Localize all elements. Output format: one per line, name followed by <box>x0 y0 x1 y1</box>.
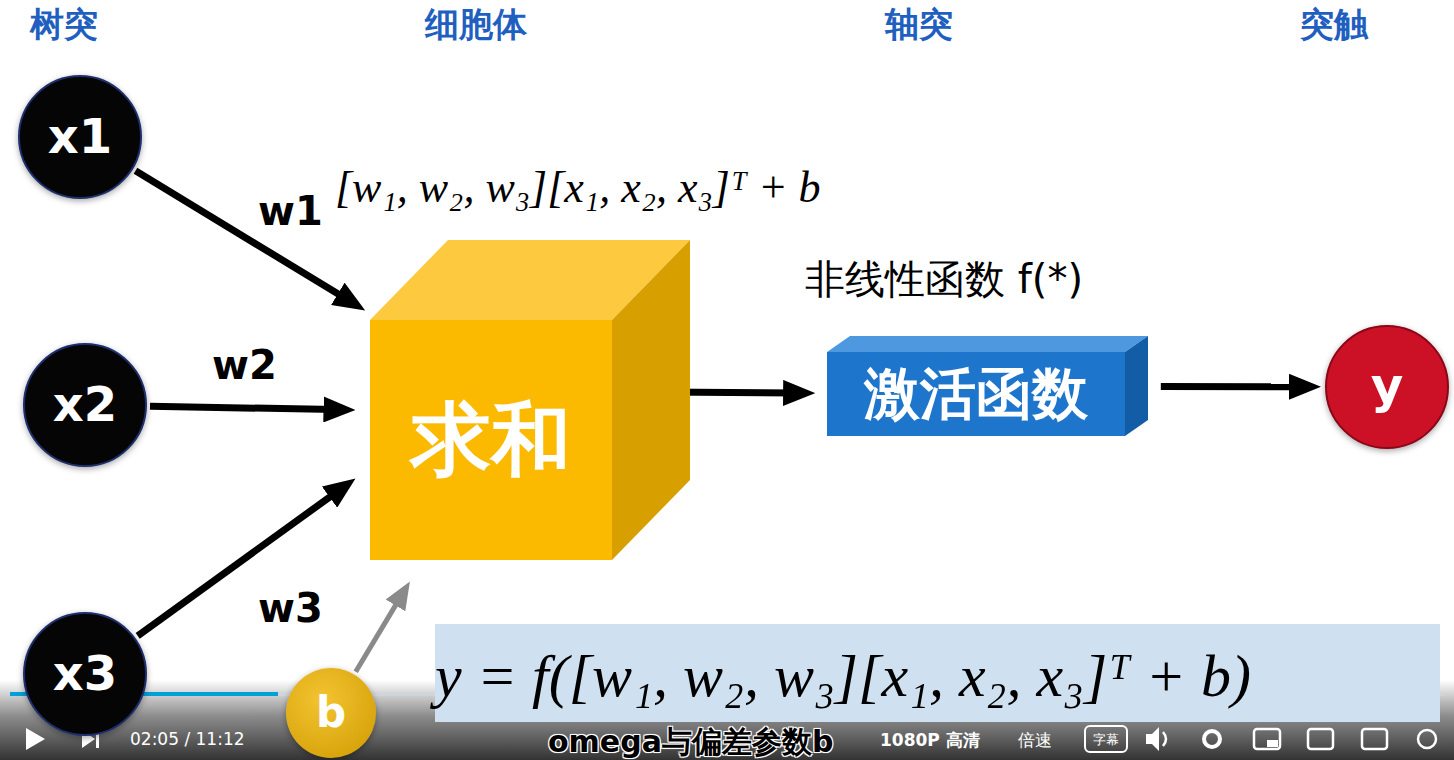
header-word: 树突 <box>30 2 98 48</box>
sum-label: 求和 <box>411 394 571 486</box>
extra-icon <box>1418 730 1436 748</box>
player-speed: 倍速 <box>1018 729 1052 752</box>
widescreen-icon <box>1308 729 1333 749</box>
player-quality: 1080P 高清 <box>880 729 980 752</box>
output-circle: y <box>1325 325 1449 449</box>
header-word: 轴突 <box>885 2 953 48</box>
player-subtitle-toggle: 字幕 <box>1093 731 1119 749</box>
activation-box: 激活函数 <box>827 352 1125 436</box>
weighted-sum-formula: [w₁, w₂, w₃][x₁, x₂, x₃]ᵀ + b <box>335 162 821 213</box>
player-time: 02:05 / 11:12 <box>130 729 245 749</box>
input-label: x1 <box>48 109 112 164</box>
weight-label: w1 <box>258 188 323 234</box>
connector-arrow <box>356 596 401 671</box>
subtitle: omega与偏差参数b <box>548 722 833 760</box>
output-label: y <box>1371 358 1404 416</box>
input-label: x3 <box>53 646 117 701</box>
weight-label: w2 <box>212 342 277 388</box>
play-icon <box>26 728 45 750</box>
pip-icon <box>1254 729 1280 749</box>
weight-label: w3 <box>258 585 323 631</box>
formula-band: y = f([w₁, w₂, w₃][x₁, x₂, x₃]ᵀ + b) <box>435 624 1440 722</box>
input-circle: x1 <box>18 75 142 199</box>
box-side-face <box>1125 336 1148 436</box>
volume-icon <box>1146 727 1159 751</box>
input-circle: x2 <box>23 343 147 467</box>
connector-arrow <box>150 406 336 409</box>
header-word: 突触 <box>1300 2 1368 48</box>
input-label: x2 <box>53 377 117 432</box>
connector-arrow <box>136 171 349 300</box>
input-circle: x3 <box>23 612 147 736</box>
pip-icon-inner <box>1267 740 1278 747</box>
fullscreen-icon <box>1362 729 1387 749</box>
nonlinear-note: 非线性函数 f(*) <box>805 252 1083 307</box>
volume-wave <box>1163 732 1166 746</box>
box-side-face <box>612 240 690 560</box>
formula-text: y = f([w₁, w₂, w₃][x₁, x₂, x₃]ᵀ + b) <box>435 642 1251 711</box>
subtitle-icon <box>1085 726 1127 752</box>
box-top-face <box>827 336 1148 352</box>
settings-icon <box>1204 731 1220 747</box>
bias-label: b <box>316 689 346 737</box>
header-word: 细胞体 <box>425 2 527 48</box>
activation-label: 激活函数 <box>864 362 1088 426</box>
sum-cube: 求和 <box>370 320 612 560</box>
bias-circle: b <box>286 668 376 758</box>
connector-arrow <box>1161 383 1301 390</box>
connector-arrow <box>138 490 340 636</box>
